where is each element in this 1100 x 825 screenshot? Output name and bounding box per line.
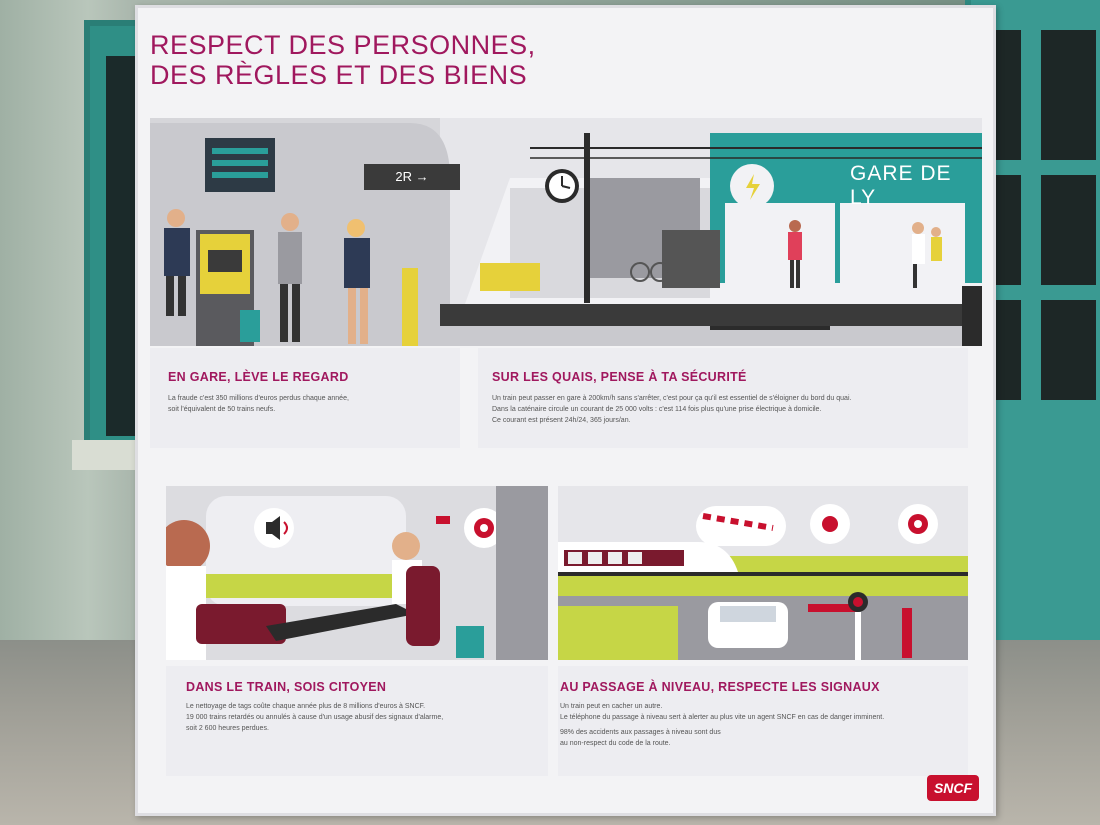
section-text-platform-1: Un train peut passer en gare à 200km/h s… <box>492 395 852 402</box>
section-text-station-1: La fraude c'est 350 millions d'euros per… <box>168 395 349 402</box>
station-illustration: 2R → GARE DE LY <box>150 118 982 346</box>
poster-title-line2: DES RÈGLES ET DES BIENS <box>150 60 528 90</box>
station-name: GARE DE LY <box>850 162 952 209</box>
section-text-crossing-2: Le téléphone du passage à niveau sert à … <box>560 714 885 721</box>
section-train: DANS LE TRAIN, SOIS CITOYEN Le nettoyage… <box>166 666 548 776</box>
sncf-poster: RESPECT DES PERSONNES, DES RÈGLES ET DES… <box>135 5 996 816</box>
section-station: EN GARE, LÈVE LE REGARD La fraude c'est … <box>150 348 460 448</box>
train-interior-illustration <box>166 486 548 660</box>
section-text-train-3: soit 2 600 heures perdues. <box>186 725 269 732</box>
section-text-train-2: 19 000 trains retardés ou annulés à caus… <box>186 714 444 721</box>
section-text-platform-3: Ce courant est présent 24h/24, 365 jours… <box>492 417 631 424</box>
section-heading-station: EN GARE, LÈVE LE REGARD <box>168 370 349 384</box>
section-text-crossing-1: Un train peut en cacher un autre. <box>560 703 663 710</box>
section-text-station-2: soit l'équivalent de 50 trains neufs. <box>168 406 276 413</box>
sncf-logo: SNCF <box>927 775 979 801</box>
section-heading-platform: SUR LES QUAIS, PENSE À TA SÉCURITÉ <box>492 370 747 384</box>
level-crossing-graphic <box>558 486 968 660</box>
section-text-crossing-3: 98% des accidents aux passages à niveau … <box>560 729 721 736</box>
station-scene-graphic <box>150 118 982 346</box>
section-heading-train: DANS LE TRAIN, SOIS CITOYEN <box>186 680 387 694</box>
section-platform: SUR LES QUAIS, PENSE À TA SÉCURITÉ Un tr… <box>478 348 968 448</box>
section-text-train-1: Le nettoyage de tags coûte chaque année … <box>186 703 426 710</box>
section-text-platform-2: Dans la caténaire circule un courant de … <box>492 406 822 413</box>
section-text-crossing-4: au non-respect du code de la route. <box>560 740 671 747</box>
section-heading-crossing: AU PASSAGE À NIVEAU, RESPECTE LES SIGNAU… <box>560 680 880 694</box>
platform-sign: 2R → <box>364 164 460 190</box>
poster-title: RESPECT DES PERSONNES, DES RÈGLES ET DES… <box>150 30 536 90</box>
train-interior-graphic <box>166 486 548 660</box>
poster-title-line1: RESPECT DES PERSONNES, <box>150 30 536 60</box>
section-crossing: AU PASSAGE À NIVEAU, RESPECTE LES SIGNAU… <box>558 666 968 776</box>
level-crossing-illustration <box>558 486 968 660</box>
